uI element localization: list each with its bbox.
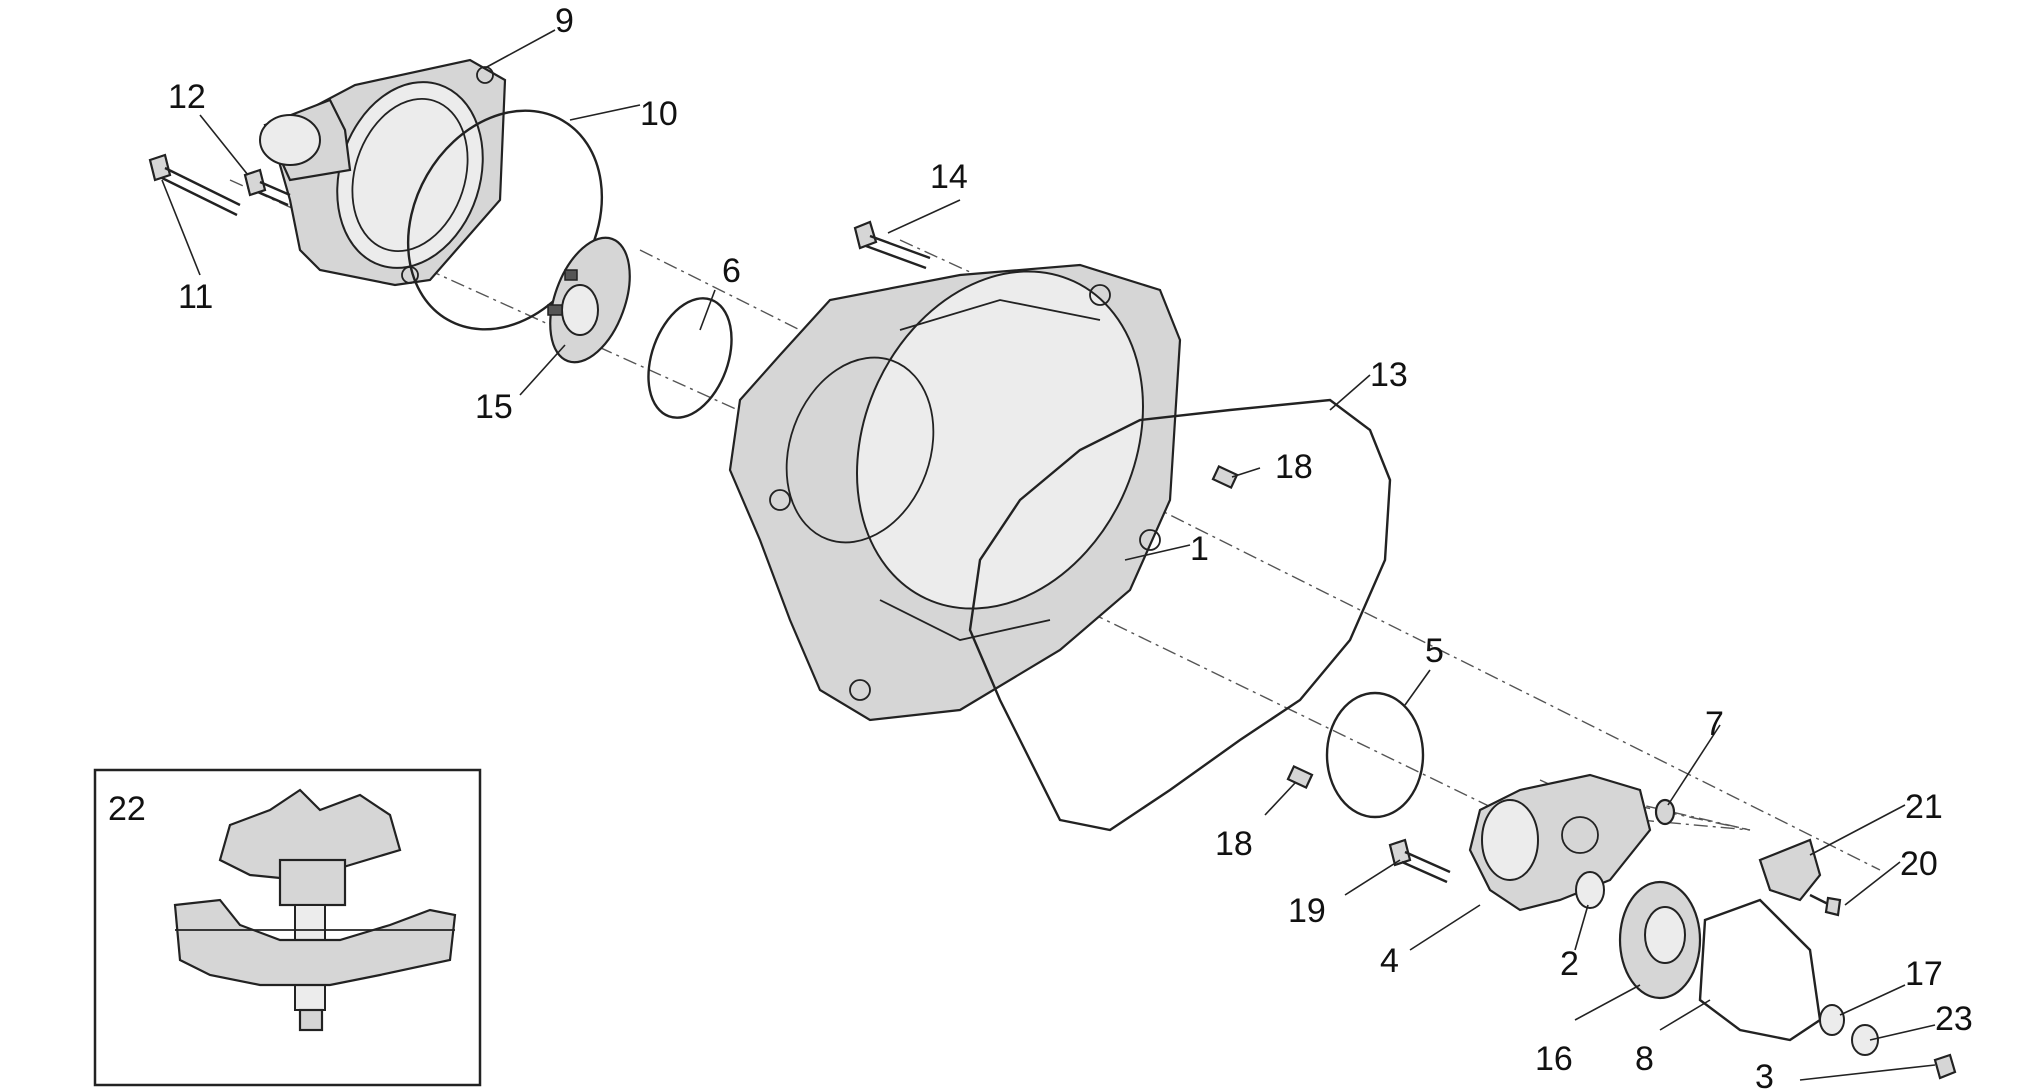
callout-14: 14	[930, 158, 968, 196]
callout-4: 4	[1380, 942, 1399, 980]
callout-11: 11	[178, 278, 213, 316]
cover-gasket	[968, 398, 1392, 832]
pump-sprocket	[1618, 880, 1702, 1000]
dowel-pin-lower	[1286, 764, 1314, 790]
callout-23: 23	[1935, 1000, 1973, 1038]
sprocket-nut	[1933, 1053, 1957, 1080]
callout-labels: 9 10 12 11 14 6 15 13 18 1 5 18 7 21 20 …	[108, 2, 1973, 1091]
detail-inset	[93, 768, 482, 1087]
callout-22: 22	[108, 790, 146, 828]
water-pump-shaft-assembly	[173, 788, 457, 1032]
clutch-cover	[728, 263, 1182, 722]
chain-guide	[1758, 838, 1822, 902]
drive-chain	[1698, 898, 1822, 1042]
dowel-pin-upper	[1211, 464, 1239, 490]
oil-pump-o-ring	[1325, 691, 1425, 819]
callout-10: 10	[640, 95, 678, 133]
cover-bolt	[853, 220, 931, 270]
callout-18-upper: 18	[1275, 448, 1313, 486]
small-o-ring	[647, 297, 733, 419]
sprocket-washer-outer	[1851, 1024, 1879, 1056]
callout-19: 19	[1288, 892, 1326, 930]
callout-21: 21	[1905, 788, 1943, 826]
water-pump-cover	[259, 58, 507, 287]
oil-pump-bolt	[1388, 838, 1451, 884]
callout-8: 8	[1635, 1040, 1654, 1078]
small-seal	[1654, 798, 1676, 826]
guide-screw	[1809, 893, 1842, 917]
callout-13: 13	[1370, 356, 1408, 394]
pump-impeller	[547, 236, 631, 364]
thrust-washer	[1575, 871, 1605, 909]
leader-lines	[161, 29, 1936, 1081]
callout-9: 9	[555, 2, 574, 40]
callout-7: 7	[1705, 705, 1724, 743]
callout-16: 16	[1535, 1040, 1573, 1078]
callout-20: 20	[1900, 845, 1938, 883]
short-bolt	[243, 168, 291, 207]
callout-15: 15	[475, 388, 513, 426]
callout-2: 2	[1560, 945, 1579, 983]
callout-3: 3	[1755, 1058, 1774, 1091]
callout-18-lower: 18	[1215, 825, 1253, 863]
callout-12: 12	[168, 78, 206, 116]
callout-6: 6	[722, 252, 741, 290]
callout-17: 17	[1905, 955, 1943, 993]
sprocket-washer	[1819, 1004, 1845, 1036]
long-bolt	[148, 153, 241, 217]
callout-5: 5	[1425, 632, 1444, 670]
callout-1: 1	[1190, 530, 1209, 568]
oil-pump	[1468, 773, 1652, 912]
